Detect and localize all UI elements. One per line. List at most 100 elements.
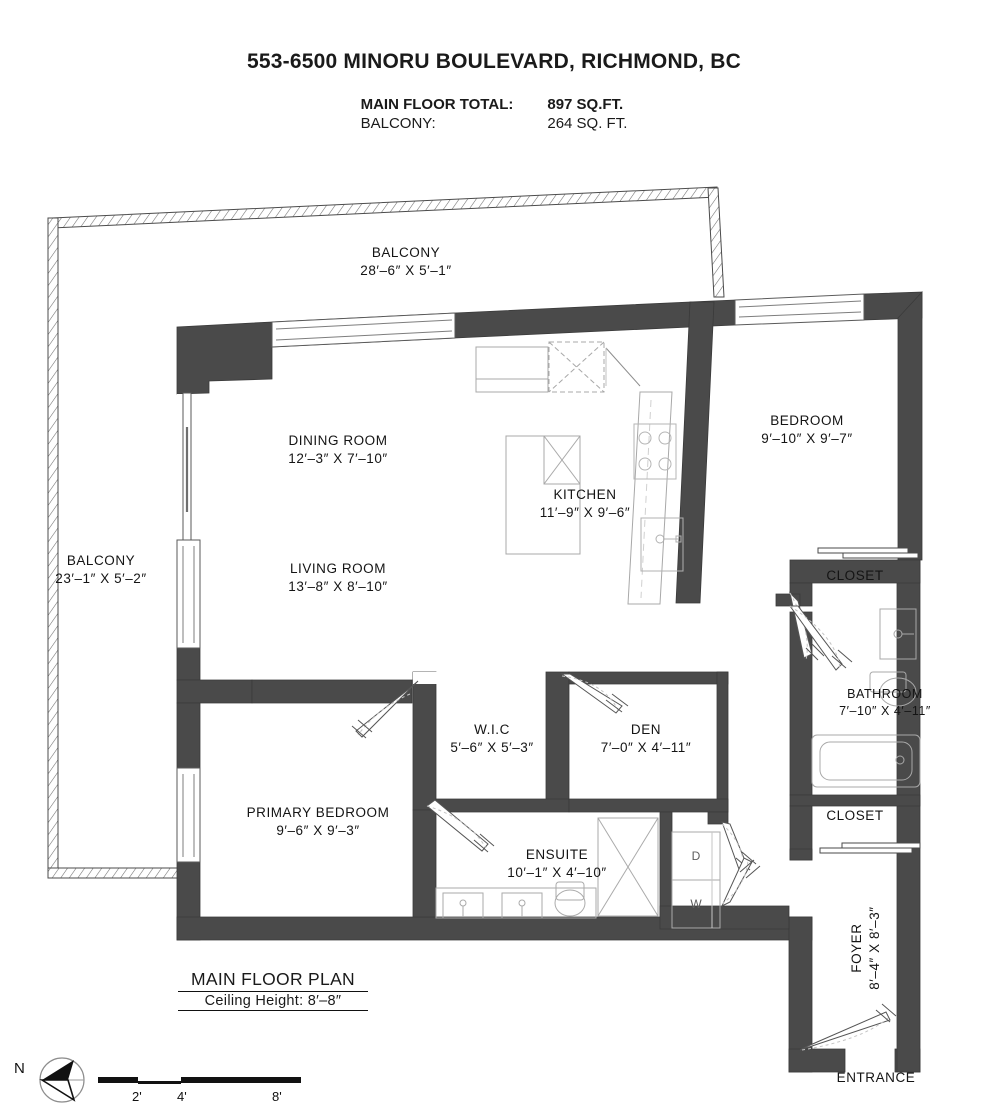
- main-floor-total-label: MAIN FLOOR TOTAL:: [360, 96, 514, 113]
- bathtub-icon: [811, 734, 921, 788]
- door-washer: [720, 857, 761, 908]
- room-label-wic: W.I.C 5′–6″ X 5′–3″: [412, 721, 572, 757]
- room-name: LIVING ROOM: [289, 561, 387, 576]
- wall-laundry-south: [659, 905, 790, 930]
- dryer-label: D: [691, 849, 701, 863]
- room-name: W.I.C: [474, 722, 510, 737]
- label-closet-lower: CLOSET: [826, 808, 884, 823]
- door-closet-upper: [789, 605, 853, 671]
- wall-west-mid: [176, 647, 201, 681]
- room-name: PRIMARY BEDROOM: [246, 805, 390, 820]
- unit-walls: [176, 290, 923, 1073]
- room-dimensions: 10′–1″ X 4′–10″: [507, 865, 607, 881]
- washer-label: W: [690, 897, 702, 911]
- balcony-area-label: BALCONY:: [360, 115, 436, 132]
- scale-bar-group: 2' 4' 8': [14, 1050, 344, 1114]
- bathroom-vanity-icon: [879, 608, 917, 660]
- room-dimensions: 9′–10″ X 9′–7″: [761, 431, 853, 447]
- north-letter-label: N: [14, 1060, 25, 1077]
- room-name: BALCONY: [371, 245, 441, 260]
- ensuite-fixtures: [435, 817, 659, 919]
- door-wic: [426, 799, 495, 853]
- area-summary-table: MAIN FLOOR TOTAL: 897 SQ.FT. BALCONY: 26…: [361, 95, 628, 133]
- kitchen-island: [505, 435, 581, 555]
- room-label-kitchen: KITCHEN 11′–9″ X 9′–6″: [490, 486, 680, 522]
- room-dimensions: 11′–9″ X 9′–6″: [539, 505, 631, 521]
- room-label-foyer: FOYER 8′–4″ X 8′–3″: [848, 853, 884, 1043]
- room-dimensions: 12′–3″ X 7′–10″: [288, 451, 388, 467]
- scale-tick-2ft: 2': [132, 1089, 142, 1104]
- room-dimensions: 7′–0″ X 4′–11″: [600, 740, 692, 756]
- room-label-living-room: LIVING ROOM 13′–8″ X 8′–10″: [238, 560, 438, 596]
- room-label-ensuite: ENSUITE 10′–1″ X 4′–10″: [462, 846, 652, 882]
- room-name: BATHROOM: [847, 687, 923, 701]
- room-dimensions: 5′–6″ X 5′–3″: [450, 740, 534, 756]
- room-name: BALCONY: [66, 553, 136, 568]
- closet-upper-rod-a: [817, 547, 909, 554]
- room-name: KITCHEN: [553, 487, 617, 502]
- window-west-primary: [176, 767, 201, 863]
- closet-rods: [817, 547, 921, 854]
- table-row: MAIN FLOOR TOTAL: 897 SQ.FT.: [361, 95, 628, 114]
- toilet-icon: [869, 671, 917, 707]
- wall-kitchen-bedroom-divider: [675, 301, 715, 604]
- door-den: [560, 673, 629, 714]
- balcony-railing-top: [51, 186, 718, 229]
- windows: [176, 293, 865, 863]
- room-dimensions: 7′–10″ X 4′–11″: [839, 703, 931, 718]
- room-label-bathroom: BATHROOM 7′–10″ X 4′–11″: [795, 686, 975, 720]
- wall-primary-north: [251, 679, 413, 704]
- room-dimensions: 23′–1″ X 5′–2″: [55, 571, 147, 587]
- window-north-dining: [271, 312, 456, 348]
- wall-closet-upper-north: [789, 559, 921, 584]
- table-row: BALCONY: 264 SQ. FT.: [361, 114, 628, 133]
- wall-west-bump: [176, 679, 253, 704]
- wall-north-mid: [454, 301, 691, 339]
- north-arrow-icon: [39, 1057, 85, 1103]
- label-closet-upper: CLOSET: [826, 568, 884, 583]
- shower-icon: [597, 817, 659, 917]
- room-label-dining-room: DINING ROOM 12′–3″ X 7′–10″: [238, 432, 438, 468]
- door-primary-bedroom: [351, 680, 419, 739]
- balcony-railing-left: [47, 217, 59, 879]
- wall-den-north: [568, 671, 729, 685]
- bathroom-fixtures: [811, 608, 921, 788]
- room-label-den: DEN 7′–0″ X 4′–11″: [560, 721, 732, 757]
- kitchen-sink-icon: [640, 517, 684, 572]
- wall-ensuite-east: [659, 811, 673, 918]
- cooktop-icon: [633, 423, 677, 480]
- room-label-balcony-top: BALCONY 28′–6″ X 5′–1″: [306, 244, 506, 280]
- plan-name: MAIN FLOOR PLAN: [178, 969, 368, 992]
- ensuite-toilet-icon: [554, 881, 586, 917]
- balcony-railing-bottom: [47, 867, 181, 879]
- wall-nw-bump: [176, 321, 273, 395]
- main-floor-total-value: 897 SQ.FT.: [547, 96, 624, 113]
- wall-bathroom-south: [789, 794, 921, 807]
- closet-lower-rod-b: [819, 847, 913, 854]
- scale-bar-segments: [98, 1077, 301, 1084]
- room-dimensions: 9′–6″ X 9′–3″: [276, 823, 360, 839]
- ceiling-height: Ceiling Height: 8′–8″: [178, 992, 368, 1011]
- wall-den-south: [568, 798, 729, 813]
- room-label-primary-bedroom: PRIMARY BEDROOM 9′–6″ X 9′–3″: [208, 804, 428, 840]
- room-name: BEDROOM: [770, 413, 844, 428]
- kitchen-counter-run: [627, 391, 673, 605]
- wall-west-lower1: [176, 702, 201, 769]
- balcony-area-value: 264 SQ. FT.: [547, 115, 628, 132]
- washer-icon: [671, 879, 721, 929]
- refrigerator-icon: [548, 341, 605, 393]
- wall-laundry-jamb: [707, 811, 729, 825]
- room-dimensions: 28′–6″ X 5′–1″: [360, 263, 452, 279]
- balcony-railing-right: [707, 187, 725, 298]
- footer-plan-title: MAIN FLOOR PLAN Ceiling Height: 8′–8″: [178, 969, 368, 1011]
- door-swings: [351, 591, 897, 1051]
- kitchen-cabinet-upper-inner: [475, 346, 549, 380]
- ensuite-basin-right: [501, 892, 543, 919]
- room-name: ENSUITE: [525, 847, 589, 862]
- kitchen-cabinet-upper: [475, 346, 549, 393]
- room-dimensions: 13′–8″ X 8′–10″: [288, 579, 388, 595]
- wall-foyer-south-left: [788, 1048, 846, 1073]
- wall-wic-south: [435, 798, 570, 813]
